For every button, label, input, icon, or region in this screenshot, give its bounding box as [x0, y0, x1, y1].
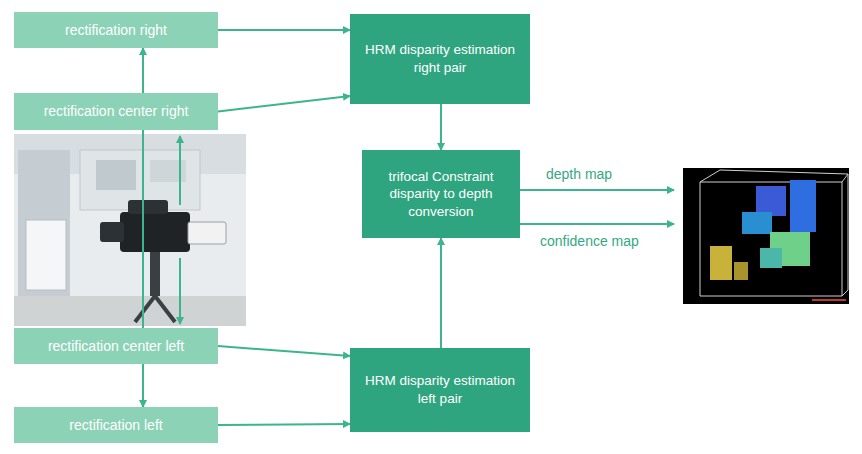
process-box: HRM disparity estimation left pair [350, 348, 530, 432]
depth-render [683, 168, 849, 304]
flow-arrow [218, 96, 350, 112]
output-arrow [520, 223, 674, 225]
camera-lens [100, 222, 124, 242]
output-arrow [520, 189, 674, 191]
rectification-box: rectification center right [14, 93, 218, 130]
text-wrap: trifocal Constraint disparity to depth c… [374, 168, 508, 221]
render-blob [742, 212, 772, 234]
camera-body [120, 212, 190, 252]
satellite-camera [188, 222, 226, 244]
render-blob [710, 246, 732, 280]
node-text: rectification center right [44, 103, 189, 120]
rectification-box: rectification right [14, 12, 218, 48]
render-axis [812, 299, 846, 301]
output-label: confidence map [538, 233, 641, 249]
photo-poster [26, 220, 66, 290]
flow-arrow [218, 424, 350, 425]
process-box: trifocal Constraint disparity to depth c… [362, 150, 520, 238]
photo-panel [18, 150, 70, 300]
flow-arrow [142, 48, 144, 93]
tripod-leg [155, 296, 175, 322]
render-blob [734, 262, 748, 280]
flow-arrow [440, 238, 442, 348]
render-background [683, 168, 849, 304]
photo-picture [96, 160, 136, 190]
text-wrap: rectification center left [48, 338, 184, 355]
camera-photo [14, 134, 246, 326]
rig-line [142, 130, 144, 328]
text-wrap: HRM disparity estimation left pair [362, 372, 518, 407]
text-wrap: HRM disparity estimation right pair [362, 41, 518, 76]
node-text: HRM disparity estimation left pair [362, 372, 518, 407]
rectification-box: rectification left [14, 407, 218, 443]
render-blob [756, 186, 786, 216]
output-label: depth map [544, 166, 614, 182]
process-box: HRM disparity estimation right pair [350, 14, 530, 104]
tripod-leg [135, 296, 155, 322]
flow-arrow [440, 104, 442, 150]
flow-arrow [218, 29, 350, 31]
render-blob [790, 180, 816, 232]
node-text: rectification left [69, 417, 162, 434]
photo-background [14, 134, 246, 326]
node-text: rectification center left [48, 338, 184, 355]
flow-arrow [142, 364, 144, 407]
photo-floor [14, 296, 246, 326]
tripod [150, 252, 160, 296]
node-text: rectification right [65, 22, 167, 39]
node-text: trifocal Constraint disparity to depth c… [374, 168, 508, 221]
camera-arrow [179, 136, 181, 205]
text-wrap: rectification center right [44, 103, 189, 120]
text-wrap: rectification left [69, 417, 162, 434]
camera-handle [128, 200, 168, 214]
render-blob [760, 248, 782, 268]
rectification-box: rectification center left [14, 328, 218, 364]
render-box [700, 170, 848, 296]
flow-arrow [218, 346, 350, 356]
node-text: HRM disparity estimation right pair [362, 41, 518, 76]
camera-arrow [179, 258, 181, 324]
text-wrap: rectification right [65, 22, 167, 39]
